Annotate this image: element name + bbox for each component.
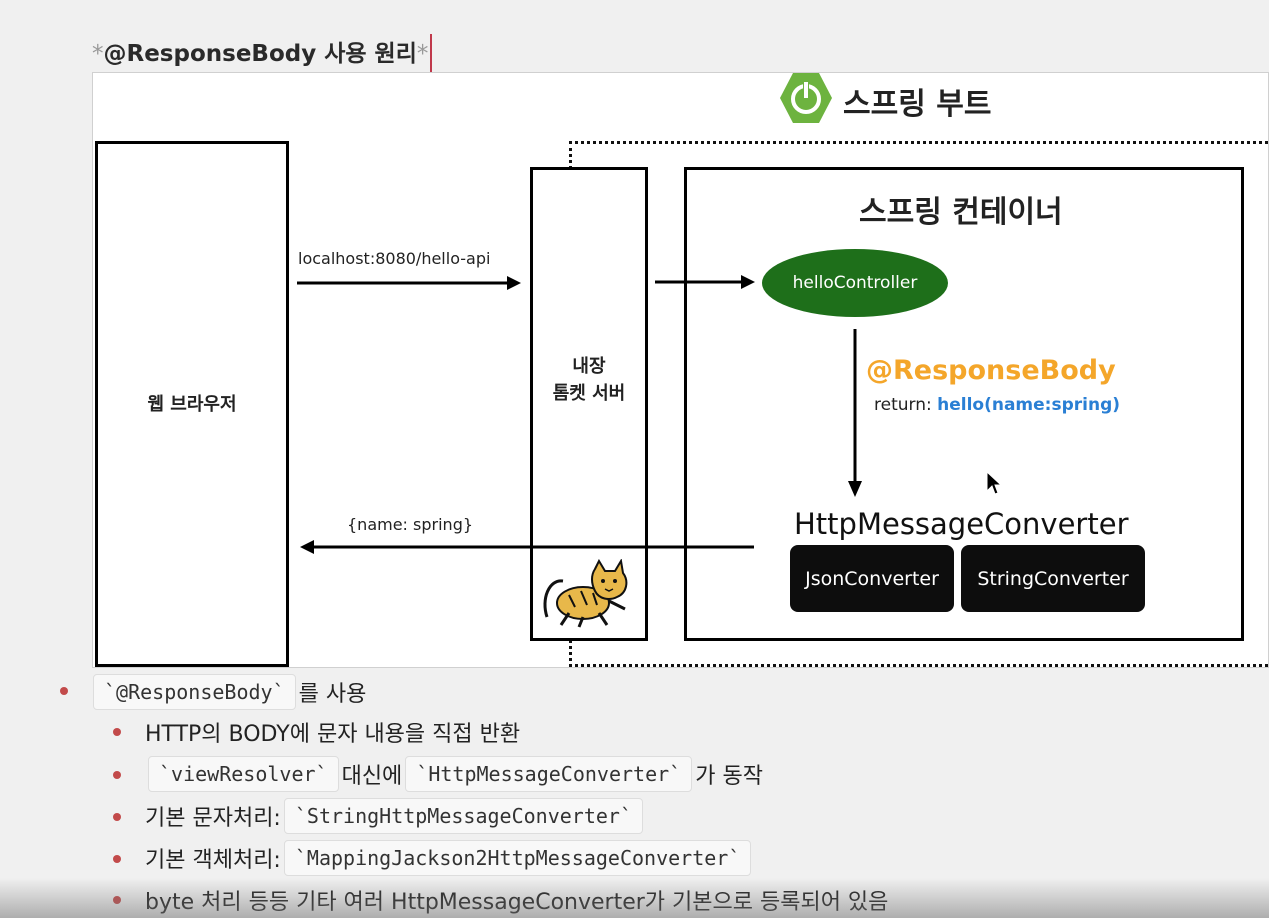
tomcat-server-box: 내장 톰켓 서버 (530, 167, 648, 641)
list-item: `@ResponseBody` 를 사용 (90, 674, 366, 710)
inline-code: `StringHttpMessageConverter` (283, 798, 644, 834)
return-prefix: return: (874, 395, 932, 415)
bullet (60, 687, 68, 695)
list-item-text: HTTP의 BODY에 문자 내용을 직접 반환 (145, 722, 521, 747)
bullet (113, 771, 121, 779)
list-item: `viewResolver` 대신에 `HttpMessageConverter… (145, 756, 763, 792)
response-body-annotation: @ResponseBody (866, 355, 1116, 386)
text-cursor (430, 33, 433, 72)
hello-controller-node: helloController (762, 249, 948, 317)
inline-code: `MappingJackson2HttpMessageConverter` (283, 840, 752, 876)
http-message-converter-label: HttpMessageConverter (794, 507, 1129, 541)
list-item-text: 가 동작 (695, 764, 763, 789)
forward-arrow (655, 275, 755, 289)
list-item-text: byte 처리 등등 기타 여러 HttpMessageConverter가 기… (145, 890, 889, 915)
json-converter-label: JsonConverter (805, 567, 939, 590)
web-browser-box: 웹 브라우저 (95, 141, 289, 667)
heading-suffix: * (416, 41, 429, 67)
request-url-label: localhost:8080/hello-api (298, 249, 491, 268)
tomcat-icon (543, 559, 628, 628)
web-browser-label: 웹 브라우저 (147, 393, 237, 415)
spring-container-label: 스프링 컨테이너 (859, 195, 1063, 230)
architecture-diagram: 스프링 부트 웹 브라우저 내장 톰켓 서버 스프링 컨테이너 localhos… (92, 72, 1269, 668)
response-json-label: {name: spring} (347, 515, 474, 534)
mouse-cursor-icon (986, 471, 1002, 495)
page-title: *@ResponseBody 사용 원리* (92, 33, 433, 72)
heading-text: @ResponseBody 사용 원리 (103, 41, 417, 67)
spring-power-icon (780, 73, 832, 123)
hello-controller-label: helloController (792, 273, 918, 293)
response-arrow (300, 540, 754, 554)
list-item-text: 기본 문자처리: (145, 806, 281, 831)
heading-prefix: * (92, 41, 104, 67)
inline-code: `@ResponseBody` (93, 674, 296, 710)
down-arrow (848, 329, 862, 497)
spring-boot-label: 스프링 부트 (843, 87, 992, 122)
bullet (113, 813, 121, 821)
tomcat-server-label: 내장 톰켓 서버 (552, 356, 626, 404)
return-statement: return: hello(name:spring) (874, 395, 1120, 415)
inline-code: `HttpMessageConverter` (405, 756, 693, 792)
list-item-text: 대신에 (341, 764, 403, 789)
list-item: byte 처리 등등 기타 여러 HttpMessageConverter가 기… (145, 884, 888, 916)
list-item: HTTP의 BODY에 문자 내용을 직접 반환 (145, 716, 520, 748)
string-converter-box: StringConverter (961, 545, 1145, 612)
list-item-text: 기본 객체처리: (145, 848, 281, 873)
return-value: hello(name:spring) (937, 395, 1121, 415)
bullet (113, 728, 121, 736)
bullet (113, 855, 121, 863)
list-item: 기본 객체처리: `MappingJackson2HttpMessageConv… (145, 840, 754, 876)
string-converter-label: StringConverter (977, 567, 1129, 590)
list-item: 기본 문자처리: `StringHttpMessageConverter` (145, 798, 646, 834)
bullet (113, 896, 121, 904)
request-arrow (297, 276, 521, 290)
json-converter-box: JsonConverter (790, 545, 954, 612)
list-item-text: 를 사용 (298, 682, 367, 707)
inline-code: `viewResolver` (148, 756, 339, 792)
